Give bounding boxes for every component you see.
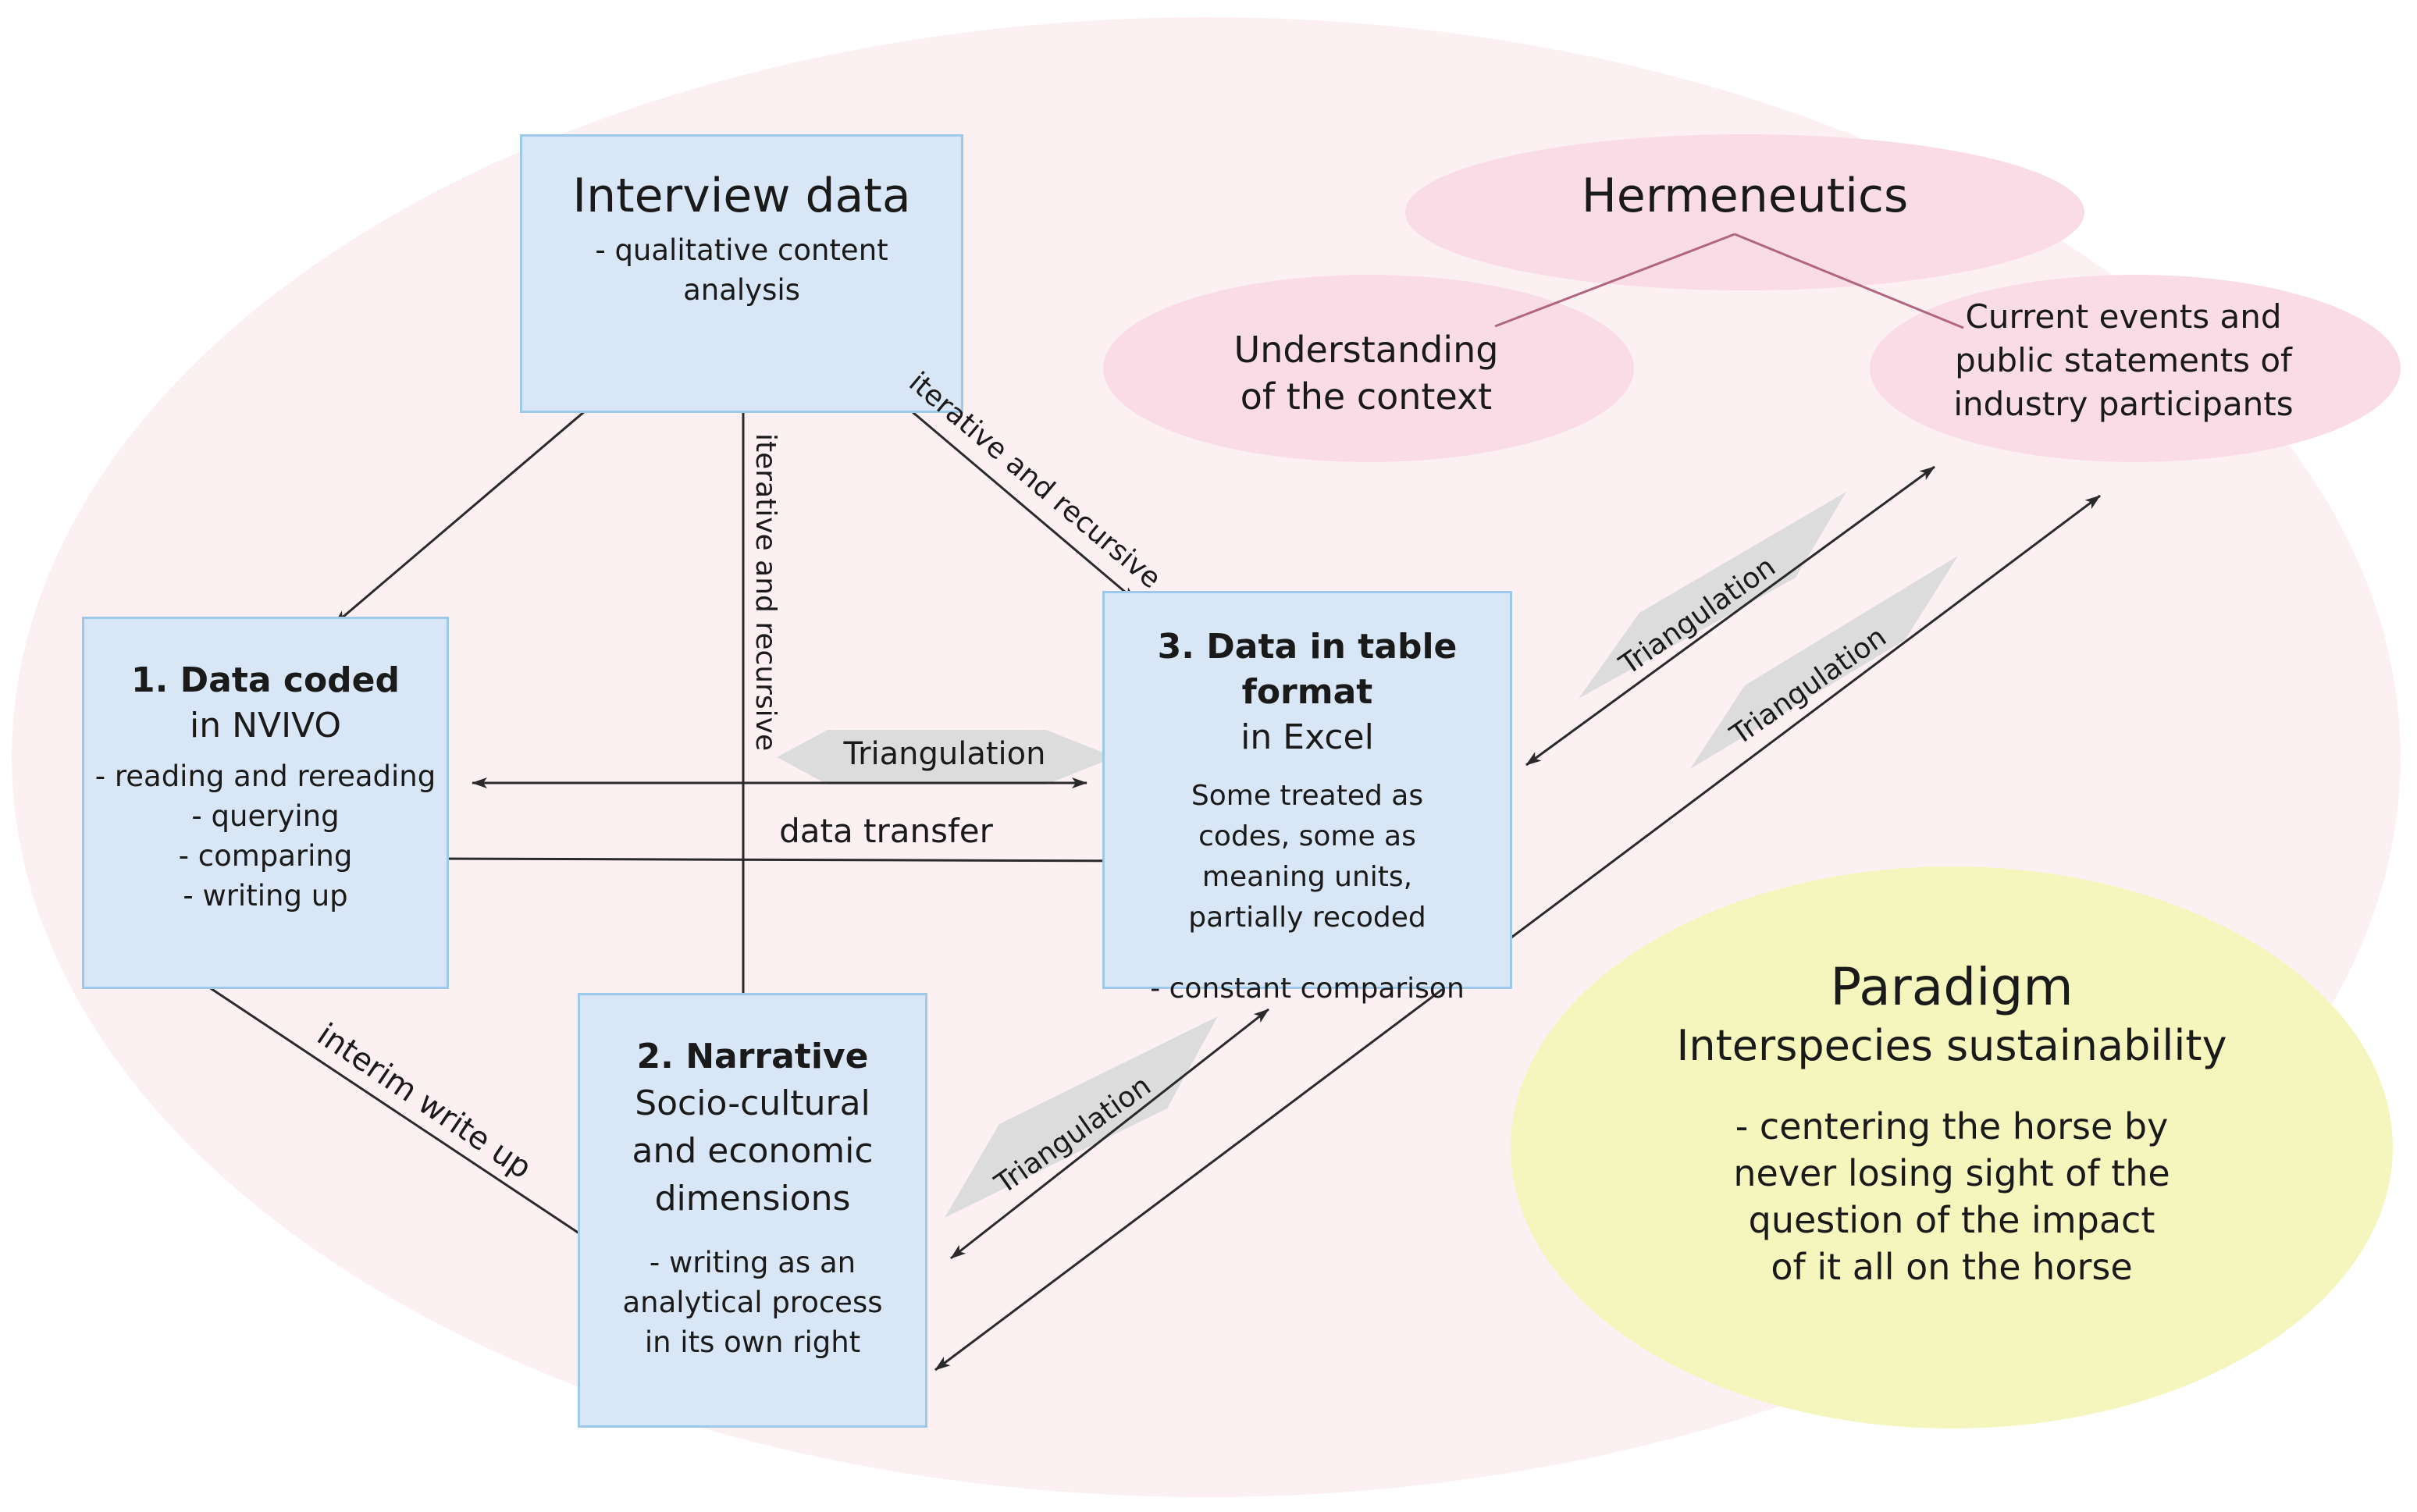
paradigm-title: Paradigm [1830, 957, 2073, 1017]
triangulation-label-horizontal: Triangulation [843, 736, 1046, 772]
narrative-title: 2. Narrative [636, 1037, 869, 1076]
table-format-line-2: codes, some as [1198, 820, 1416, 852]
table-format-subtitle: in Excel [1241, 717, 1374, 757]
interview-data-box: Interview data - qualitative content ana… [520, 134, 963, 413]
understanding-ellipse [1103, 275, 1634, 462]
narrative-line-3: dimensions [654, 1179, 851, 1218]
paradigm-line-2: never losing sight of the [1733, 1152, 2170, 1194]
hermeneutics-ellipse [1405, 134, 2084, 290]
current-events-line-1: Current events and [1965, 297, 2282, 336]
current-events-text: Current events and public statements of … [1905, 295, 2342, 426]
table-format-box: 3. Data in table format in Excel Some tr… [1102, 591, 1512, 1005]
paradigm-text: Paradigm Interspecies sustainability - c… [1600, 956, 2303, 1290]
hermeneutics-branch-left [1494, 233, 1735, 328]
table-format-line-4: partially recoded [1188, 902, 1426, 934]
interview-data-line-1: - qualitative content [595, 233, 888, 267]
current-events-ellipse [1870, 275, 2401, 462]
interview-data-line-2: analysis [683, 273, 800, 307]
table-format-line-1: Some treated as [1191, 780, 1424, 812]
narrative-item-3: in its own right [644, 1325, 861, 1359]
data-coded-subtitle: in NVIVO [189, 706, 342, 745]
data-coded-item-1: - reading and rereading [94, 760, 436, 793]
table-format-line-3: meaning units, [1201, 861, 1413, 893]
data-transfer-label: data transfer [779, 812, 993, 850]
understanding-text: Understanding of the context [1171, 326, 1561, 420]
table-format-item: - constant comparison [1150, 973, 1465, 1005]
paradigm-line-4: of it all on the horse [1771, 1246, 2133, 1288]
data-coded-item-4: - writing up [183, 879, 348, 913]
interview-data-title: Interview data [572, 169, 911, 223]
table-format-title: 3. Data in table format [1157, 627, 1458, 712]
current-events-line-3: industry participants [1953, 385, 2294, 423]
data-coded-box: 1. Data coded in NVIVO - reading and rer… [82, 617, 449, 989]
paradigm-subtitle: Interspecies sustainability [1676, 1021, 2227, 1070]
data-coded-title: 1. Data coded [130, 660, 400, 700]
data-coded-item-2: - querying [191, 799, 340, 833]
narrative-item-2: analytical process [622, 1286, 883, 1319]
narrative-line-1: Socio-cultural [635, 1083, 870, 1123]
arrow-narrative-table [950, 1008, 1269, 1260]
hermeneutics-title: Hermeneutics [1581, 169, 1909, 223]
paradigm-line-3: question of the impact [1748, 1199, 2155, 1241]
data-coded-item-3: - comparing [178, 839, 353, 873]
understanding-line-1: Understanding [1233, 329, 1499, 371]
hermeneutics-branch-right [1734, 233, 1964, 329]
arrow-interview-to-coded [333, 382, 618, 626]
narrative-item-1: - writing as an [649, 1246, 856, 1279]
understanding-line-2: of the context [1240, 375, 1493, 418]
iterative-recursive-vertical-label: iterative and recursive [749, 433, 781, 752]
arrow-interim-write-up [185, 970, 603, 1251]
narrative-box: 2. Narrative Socio-cultural and economic… [578, 993, 927, 1428]
narrative-line-2: and economic [632, 1131, 874, 1171]
paradigm-line-1: - centering the horse by [1735, 1105, 2169, 1147]
current-events-line-2: public statements of [1955, 341, 2292, 379]
